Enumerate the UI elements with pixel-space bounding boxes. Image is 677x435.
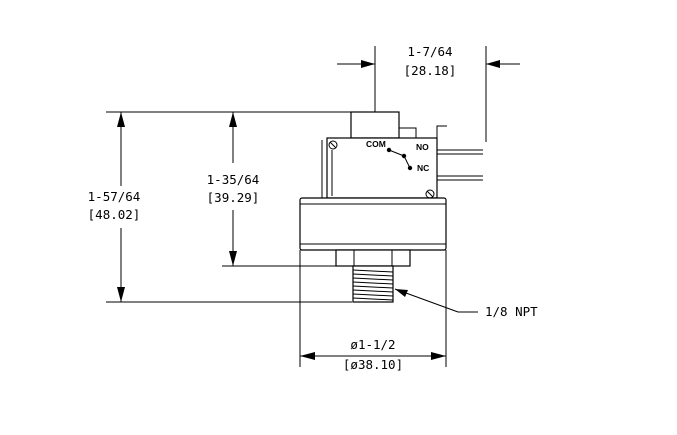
thread-label: 1/8 NPT bbox=[485, 304, 538, 319]
height-body-imperial: 1-35/64 bbox=[207, 172, 260, 187]
height-total-imperial: 1-57/64 bbox=[88, 189, 141, 204]
plunger-housing bbox=[350, 111, 400, 139]
width-top-imperial: 1-7/64 bbox=[407, 44, 452, 59]
arrowhead-body-bottom bbox=[229, 251, 237, 266]
bracket bbox=[321, 140, 327, 201]
micro-switch bbox=[326, 137, 438, 199]
height-body-metric: [39.29] bbox=[207, 190, 260, 205]
terminal-nc-label: NC bbox=[417, 163, 429, 173]
mounting-screw-left bbox=[328, 140, 338, 150]
round-housing bbox=[299, 197, 447, 251]
terminal-no-label: NO bbox=[416, 142, 429, 152]
terminal-tab-no bbox=[437, 149, 483, 155]
actuator-wire bbox=[399, 127, 417, 138]
arrowhead-bottom bbox=[117, 287, 125, 302]
dimension-width-top: 1-7/64 [28.18] bbox=[337, 44, 520, 190]
switch-body: COM NO NC bbox=[299, 111, 483, 303]
thread-lines bbox=[352, 269, 394, 301]
arrowhead-dia-right bbox=[431, 352, 446, 360]
dimension-height-body: 1-35/64 [39.29] bbox=[207, 112, 336, 267]
height-total-metric: [48.02] bbox=[88, 207, 141, 222]
width-top-metric: [28.18] bbox=[404, 63, 457, 78]
terminal-tab-nc bbox=[437, 175, 483, 181]
dimension-diameter: ø1-1/2 [ø38.10] bbox=[299, 250, 447, 372]
thread-leader-arrowhead bbox=[395, 289, 408, 297]
arrowhead-dia-left bbox=[300, 352, 315, 360]
hex-fitting bbox=[335, 249, 411, 267]
diameter-metric: [ø38.10] bbox=[343, 357, 403, 372]
arrowhead-body-top bbox=[229, 112, 237, 127]
thread-callout: 1/8 NPT bbox=[394, 288, 538, 319]
diameter-imperial: ø1-1/2 bbox=[350, 337, 395, 352]
terminal-tab-com bbox=[436, 125, 447, 138]
arrowhead-left bbox=[361, 60, 375, 68]
terminal-com-label: COM bbox=[366, 139, 386, 149]
arrowhead-top bbox=[117, 112, 125, 127]
dimension-height-total: 1-57/64 [48.02] bbox=[88, 111, 352, 303]
arrowhead-right bbox=[486, 60, 500, 68]
